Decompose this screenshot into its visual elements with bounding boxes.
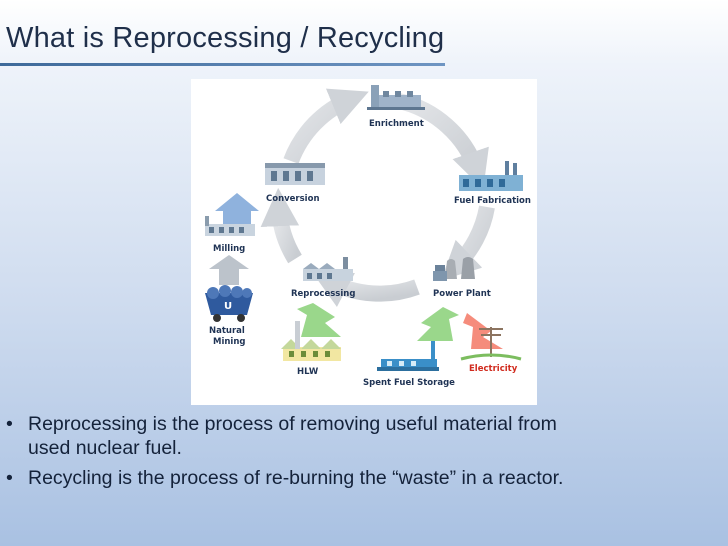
reprocessing-plant-icon [303,257,353,281]
fuel-cycle-diagram: Enrichment Conversion Fuel Fabrication [191,79,537,405]
label-enrichment: Enrichment [369,119,424,129]
hlw-facility-icon [281,321,341,361]
arrow-power-to-spent-fuel [417,307,459,341]
label-fuel-fabrication: Fuel Fabrication [454,196,531,206]
bullet-dot: • [6,467,13,489]
bullet-item: • Recycling is the process of re-burning… [6,466,722,490]
arrow-fabrication-to-power [441,205,495,281]
title-underline [0,63,445,66]
bullet-line: Reprocessing is the process of removing … [28,413,557,435]
bullet-item: • Reprocessing is the process of removin… [6,412,722,460]
arrow-power-to-reprocessing [312,271,420,307]
arrow-reprocessing-to-hlw [297,303,341,337]
arrow-enrichment-to-fabrication [397,93,489,190]
power-plant-icon [433,257,475,281]
label-milling: Milling [213,244,245,254]
bullet-text: Recycling is the process of re-burning t… [28,466,563,490]
label-power-plant: Power Plant [433,289,491,299]
arrow-conversion-to-enrichment [283,88,369,165]
ore-cart-icon [205,285,253,322]
conversion-plant-icon [265,163,325,185]
label-natural: Natural [209,326,245,336]
label-reprocessing: Reprocessing [291,289,355,299]
bullet-line: used nuclear fuel. [28,437,182,459]
label-electricity: Electricity [469,364,518,374]
spent-fuel-storage-icon [377,341,439,371]
fuel-cycle-svg: Enrichment Conversion Fuel Fabrication [205,85,531,388]
arrow-power-to-electricity [463,313,503,349]
slide-title: What is Reprocessing / Recycling [6,22,445,54]
fuel-fabrication-plant-icon [459,161,523,191]
bullet-line: Recycling is the process of re-burning t… [28,467,564,489]
bullet-dot: • [6,413,13,435]
enrichment-plant-icon [367,85,425,110]
ore-marker-u: U [224,301,232,312]
bullet-text: Reprocessing is the process of removing … [28,412,557,460]
label-hlw: HLW [297,367,319,377]
arrow-reprocessing-to-conversion [260,187,302,264]
power-pylon-icon [460,327,522,361]
label-conversion: Conversion [266,194,320,204]
label-spent-fuel-storage: Spent Fuel Storage [363,378,455,388]
label-mining: Mining [213,337,245,347]
milling-plant-icon [205,193,259,236]
bullet-list: • Reprocessing is the process of removin… [6,412,722,496]
arrow-mining-to-milling [209,255,249,285]
